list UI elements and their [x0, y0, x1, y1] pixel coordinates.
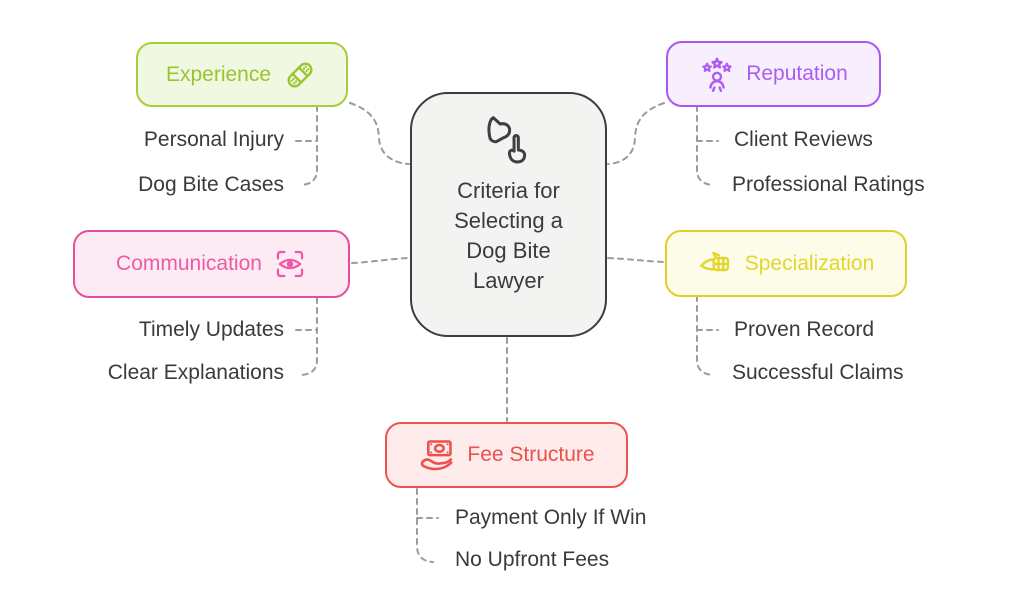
connector-reputation-center: [607, 102, 665, 165]
item-label-personal-injury: Personal Injury: [143, 128, 284, 151]
item-label-timely-updates: Timely Updates: [138, 318, 284, 341]
branch-box-experience: Experience: [136, 42, 348, 107]
eye-frame-icon: [276, 250, 304, 278]
branch-label-experience: Experience: [165, 62, 272, 86]
connector-communication-center: [351, 257, 410, 264]
connector-specialization-center: [607, 257, 665, 263]
reputation-stars-person-icon: [702, 57, 732, 92]
item-label-dog-bite-cases: Dog Bite Cases: [138, 173, 284, 196]
hand-money-icon: [421, 440, 453, 471]
branch-box-communication: Communication: [73, 230, 350, 298]
branch-box-specialization: Specialization: [665, 230, 907, 297]
connector-fee-items: [416, 488, 434, 563]
item-label-client-reviews: Client Reviews: [734, 128, 873, 151]
branch-box-reputation: Reputation: [666, 41, 881, 107]
connector-reputation-items: [696, 105, 714, 186]
muzzled-dog-icon: [699, 251, 729, 271]
branch-box-fee-structure: Fee Structure: [385, 422, 628, 488]
item-label-no-upfront-fees: No Upfront Fees: [455, 548, 610, 571]
item-label-professional-ratings: Professional Ratings: [732, 173, 925, 196]
item-label-proven-record: Proven Record: [734, 318, 875, 341]
bandage-icon: [287, 61, 313, 88]
item-label-successful-claims: Successful Claims: [732, 361, 904, 384]
branch-label-fee-structure: Fee Structure: [467, 443, 595, 466]
center-node: Criteria for Selecting a Dog Bite Lawyer: [410, 92, 607, 337]
dog-pointing-hand-icon: [486, 116, 526, 164]
connector-experience-center: [349, 102, 410, 165]
connector-experience-items: [300, 105, 318, 186]
connector-communication-items: [300, 297, 318, 376]
branch-label-communication: Communication: [116, 252, 262, 275]
center-node-title: Criteria for Selecting a Dog Bite Lawyer: [454, 178, 563, 293]
branch-label-specialization: Specialization: [744, 251, 875, 275]
item-label-clear-explanations: Clear Explanations: [107, 361, 284, 384]
item-label-payment-only-if-win: Payment Only If Win: [455, 506, 647, 529]
branch-label-reputation: Reputation: [746, 62, 848, 85]
connector-specialization-items: [696, 295, 714, 376]
